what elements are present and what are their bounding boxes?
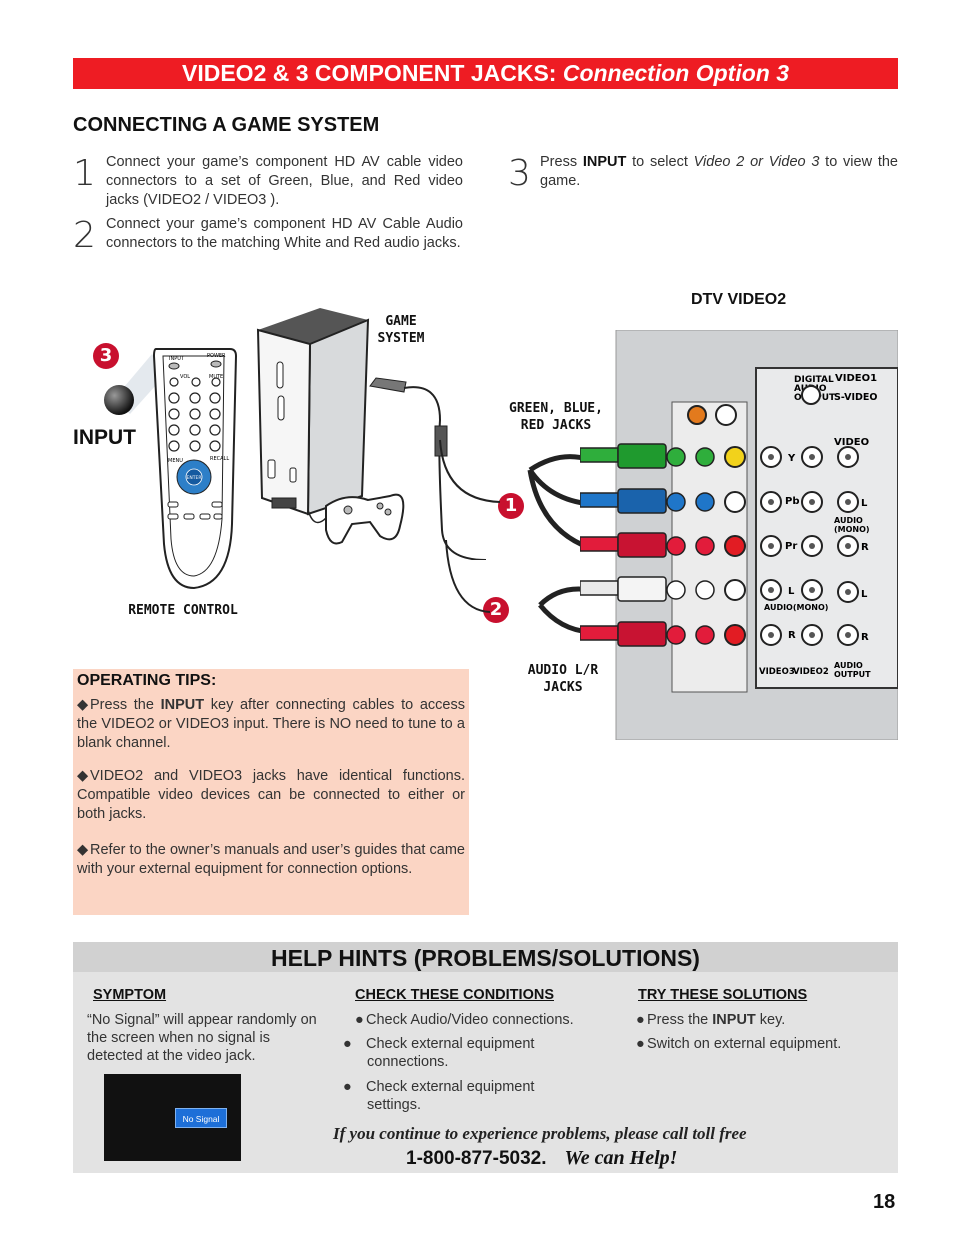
marker-1-icon: 1 [498,493,524,519]
tip-item: ◆Refer to the owner’s manuals and user’s… [77,842,465,877]
audio-jacks-label: AUDIO L/R JACKS [527,663,599,695]
remote-menu-key: MENU [168,458,183,464]
step-2-text: Connect your game’s component HD AV Cabl… [106,216,463,251]
no-signal-screen: No Signal [104,1074,241,1161]
tips-title: OPERATING TIPS: [77,672,217,689]
page-banner: VIDEO2 & 3 COMPONENT JACKS: Connection O… [73,58,898,89]
panel-audio-mono-label: AUDIO [834,516,863,525]
remote-control-label: REMOTE CONTROL [128,603,238,618]
svg-text:L: L [861,589,868,600]
tip-item: ◆VIDEO2 and VIDEO3 jacks have identical … [77,768,465,822]
try-item: ●Switch on external equipment. [636,1036,842,1052]
tv-back-panel: DIGITAL AUDIO OUTPUT VIDEO1 S-VIDEO VIDE… [580,330,898,740]
banner-title: VIDEO2 & 3 COMPONENT JACKS: [182,60,563,86]
try-heading: TRY THESE SOLUTIONS [638,987,808,1003]
panel-l-label: L [788,586,795,597]
panel-audio-output-label: AUDIO [834,661,863,670]
panel-video3-label: VIDEO3 [759,667,795,677]
panel-video2-label: VIDEO2 [793,667,829,677]
remote-control-illustration: INPUT POWER VOL MUTE MENU RECALL ENTER [104,348,238,590]
symptom-text: “No Signal” will appear randomly on the … [87,1012,317,1064]
phone-line: 1-800-877-5032. We can Help! [406,1147,677,1170]
section-title: CONNECTING A GAME SYSTEM [73,114,380,136]
panel-y-label: Y [787,453,796,464]
panel-video-label: VIDEO [834,437,869,448]
remote-recall-key: RECALL [210,456,229,462]
panel-r-label: R [788,630,796,641]
symptom-heading: SYMPTOM [93,987,167,1003]
remote-vol-key: VOL [180,374,190,380]
game-system-label: GAME SYSTEM [377,314,425,346]
step-3-number: 3 [508,153,531,194]
marker-3-icon: 3 [93,343,119,369]
svg-text:(MONO): (MONO) [834,525,870,534]
remote-power-key: POWER [207,353,226,359]
panel-pr-label: Pr [785,541,797,552]
we-can-help-text: We can Help! [564,1147,678,1169]
dtv-video2-label: DTV VIDEO2 [691,291,787,308]
step-3-text: Press INPUT to select Video 2 or Video 3… [540,154,898,189]
remote-enter-key: ENTER [187,475,202,481]
panel-pb-label: Pb [785,496,800,507]
marker-2-icon: 2 [483,597,509,623]
check-item: ●Check Audio/Video connections. [355,1012,574,1028]
remote-mute-key: MUTE [209,374,223,380]
input-label: INPUT [73,426,136,449]
svg-text:OUTPUT: OUTPUT [834,670,871,679]
no-signal-badge: No Signal [175,1108,227,1128]
panel-video1-label: VIDEO1 [835,373,877,384]
panel-svideo-label: S-VIDEO [834,392,877,403]
game-system-illustration [256,308,487,560]
banner-subtitle: Connection Option 3 [562,60,789,86]
svg-text:L: L [861,498,868,509]
phone-number: 1-800-877-5032. [406,1148,547,1169]
page-number: 18 [873,1191,896,1213]
panel-audio-mono-low-label: AUDIO(MONO) [764,603,828,612]
help-title: HELP HINTS (PROBLEMS/SOLUTIONS) [73,942,898,972]
tip-item: ◆Press the INPUT key after connecting ca… [77,697,465,751]
call-line: If you continue to experience problems, … [333,1124,747,1143]
remote-input-key: INPUT [169,356,185,362]
svg-text:R: R [861,542,869,553]
input-button-pointer-icon [104,385,134,415]
svg-text:R: R [861,632,869,643]
step-2-number: 2 [73,215,96,256]
panel-digital-audio-label: DIGITAL [794,375,834,385]
check-item: ●Check external equipment settings. [343,1079,535,1113]
step-1-number: 1 [73,153,96,194]
check-heading: CHECK THESE CONDITIONS [355,987,554,1003]
step-1-text: Connect your game’s component HD AV cabl… [106,154,463,208]
help-hints-box: HELP HINTS (PROBLEMS/SOLUTIONS) SYMPTOM … [73,942,898,1173]
operating-tips-box: OPERATING TIPS: ◆Press the INPUT key aft… [73,669,469,915]
gbr-jacks-label: GREEN, BLUE, RED JACKS [509,401,603,433]
try-item: ●Press the INPUT key. [636,1012,786,1028]
check-item: ●Check external equipment connections. [343,1036,535,1070]
